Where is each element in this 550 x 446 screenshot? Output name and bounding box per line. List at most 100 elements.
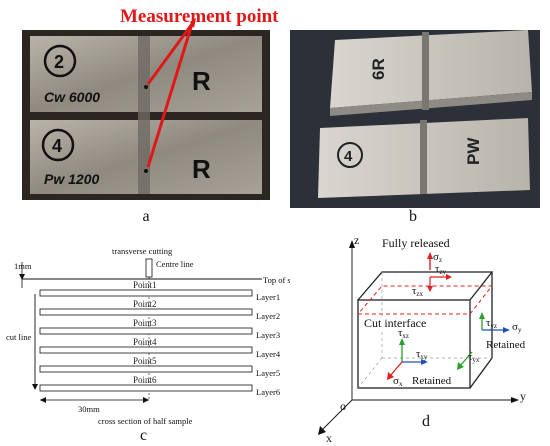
cut-line-label: cut line xyxy=(6,332,31,342)
fully-released-label: Fully released xyxy=(382,236,450,250)
cross-section-label: cross section of half sample xyxy=(98,416,193,426)
mark-pw: PW xyxy=(464,137,483,165)
cut-plane xyxy=(357,285,494,315)
point-label: Point5 xyxy=(133,356,157,366)
weld-seam xyxy=(138,36,150,194)
sigma-y-arrow-icon xyxy=(503,327,510,333)
tau-xy-label: τxy xyxy=(416,348,428,361)
sigma-z-arrow-icon xyxy=(427,252,433,259)
layer-label: Layer5 xyxy=(256,368,280,378)
circle-mark-lower xyxy=(41,128,75,162)
retained-bottom-label: Retained xyxy=(412,375,452,387)
tau-zy-label: τzy xyxy=(435,263,447,276)
tau-zy-arrow-icon xyxy=(446,274,452,280)
centre-line-label: Centre line xyxy=(156,259,194,269)
panel-d: z y x o Cut interface Fully released σz … xyxy=(318,233,526,445)
cut-marker xyxy=(145,258,153,278)
layer-label: Layer6 xyxy=(256,387,280,397)
point-label: Point2 xyxy=(133,299,157,309)
panel-c-caption: c xyxy=(140,427,147,444)
measurement-dot-upper xyxy=(144,85,148,89)
z-axis-arrow-icon xyxy=(349,240,355,248)
thickness-arrow-icon xyxy=(19,274,25,280)
layer-label: Layer2 xyxy=(256,311,280,321)
tau-yz-arrow-icon xyxy=(479,312,485,319)
cube-top-face xyxy=(357,271,494,301)
weld-ridge-top xyxy=(422,32,429,110)
pointer-arrow-upper xyxy=(146,23,194,85)
specimen-mark-lower: 4 xyxy=(52,136,62,156)
layer-plate xyxy=(39,384,253,392)
weld-ridge-bottom xyxy=(420,120,427,194)
layer-plate xyxy=(39,289,253,297)
side-letter-upper: R xyxy=(192,66,211,96)
axis-z-label: z xyxy=(354,233,359,247)
panel-a-photo: 2 4 Cw 6000 Pw 1200 R R xyxy=(22,30,270,200)
sigma-y-label: σy xyxy=(512,321,522,334)
arrow-head-icon xyxy=(190,18,196,28)
tau-yx-label: τyx xyxy=(468,351,480,364)
layer-plate xyxy=(39,308,253,316)
panel-d-caption: d xyxy=(422,413,430,430)
specimen-label-upper: Cw 6000 xyxy=(44,89,100,105)
circle-mark-upper xyxy=(43,44,77,78)
measurement-point-title: Measurement point xyxy=(120,6,279,27)
mark-6r: 6R xyxy=(369,58,388,80)
layer-label: Layer1 xyxy=(256,292,280,302)
layer-label: Layer4 xyxy=(256,349,281,359)
point-label: Point4 xyxy=(133,337,157,347)
stacked-specimens xyxy=(330,30,532,108)
axis-y-label: y xyxy=(520,389,526,403)
specimen-mark-upper: 2 xyxy=(54,52,64,72)
panel-c: 1mm transverse cutting Centre line Top o… xyxy=(6,246,290,444)
cut-interface-label: Cut interface xyxy=(364,316,426,330)
specimen-label-lower: Pw 1200 xyxy=(44,171,99,187)
sigma-z-label: σz xyxy=(433,251,442,264)
tau-yx-arrow xyxy=(459,351,473,367)
tau-xy-arrow-icon xyxy=(421,359,428,365)
stack-edge xyxy=(330,92,532,116)
origin-label: o xyxy=(340,399,346,413)
specimen-photo-a: 2 4 Cw 6000 Pw 1200 R R xyxy=(30,36,262,194)
panel-a-caption: a xyxy=(142,208,150,225)
y-axis-arrow-icon xyxy=(511,397,519,403)
layer-label: Layer3 xyxy=(256,330,280,340)
layer-plates xyxy=(39,289,253,392)
tau-yz-label: τyz xyxy=(486,317,497,330)
tau-zx-label: τzx xyxy=(412,285,424,298)
transverse-cutting-label: transverse cutting xyxy=(112,246,173,256)
panel-b-photo: 6R 4 PW xyxy=(290,30,540,208)
cube-hidden-edges xyxy=(357,272,492,389)
sigma-x-label: σx xyxy=(393,375,403,388)
panel-b: 6R 4 PW b xyxy=(290,0,550,230)
circle-mark-b xyxy=(337,142,363,168)
cut-interface-bg xyxy=(362,316,432,330)
side-letter-lower: R xyxy=(192,154,211,184)
cut-line-arrow-icon xyxy=(32,384,38,390)
tau-xz-label: τxz xyxy=(398,327,409,340)
point-label: Point6 xyxy=(133,375,157,385)
mark-4: 4 xyxy=(344,148,353,165)
layer-plate xyxy=(39,346,253,354)
panel-a-overlay: Measurement point xyxy=(120,6,279,168)
tau-yx-arrow-icon xyxy=(457,362,464,370)
pointer-arrow-lower xyxy=(146,23,194,168)
retained-right-label: Retained xyxy=(486,339,526,351)
sigma-x-arrow-icon xyxy=(387,372,394,380)
x-axis-arrow-icon xyxy=(318,426,326,435)
cube-front-face xyxy=(357,299,471,389)
length-arrow-left-icon xyxy=(40,397,46,403)
tau-zx-arrow-icon xyxy=(427,286,433,292)
length-arrow-right-icon xyxy=(143,397,149,403)
length-label: 30mm xyxy=(78,404,100,414)
point-label: Point1 xyxy=(133,280,157,290)
axis-x-label: x xyxy=(326,431,332,445)
thickness-label: 1mm xyxy=(14,261,32,271)
tau-xz-arrow-icon xyxy=(399,338,405,345)
x-axis xyxy=(319,399,353,433)
panel-b-caption: b xyxy=(409,208,417,225)
top-of-substrate-label: Top of substrate xyxy=(263,275,290,285)
measurement-dot-lower xyxy=(144,169,148,173)
point-label: Point3 xyxy=(133,318,157,328)
sigma-x-arrow xyxy=(389,361,403,377)
